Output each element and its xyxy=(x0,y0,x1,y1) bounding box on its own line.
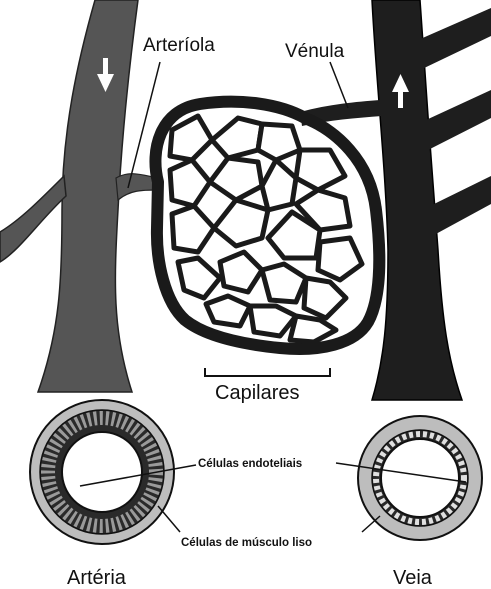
vein-branch-1 xyxy=(418,8,491,70)
venule-leader xyxy=(330,62,348,108)
artery-cross-section xyxy=(30,400,174,544)
muscle-leader-artery xyxy=(158,506,180,532)
artery-left-branch xyxy=(0,176,66,262)
capillaries-bracket xyxy=(205,368,330,376)
smooth-muscle-cells-label: Células de músculo liso xyxy=(181,537,312,549)
venule-label: Vénula xyxy=(285,41,345,62)
artery-label: Artéria xyxy=(67,567,127,589)
capillary-mesh xyxy=(170,116,362,342)
vein-branch-2 xyxy=(426,90,491,150)
arteriole-label: Arteríola xyxy=(143,35,215,56)
artery-vessel xyxy=(0,0,158,392)
vein-branch-3 xyxy=(432,176,491,235)
capillary-bed xyxy=(155,102,379,349)
endothelial-cells-label: Células endoteliais xyxy=(198,458,302,470)
vein-cross-section xyxy=(358,416,482,540)
vein-label: Veia xyxy=(393,567,433,589)
capillaries-label: Capilares xyxy=(215,382,299,404)
